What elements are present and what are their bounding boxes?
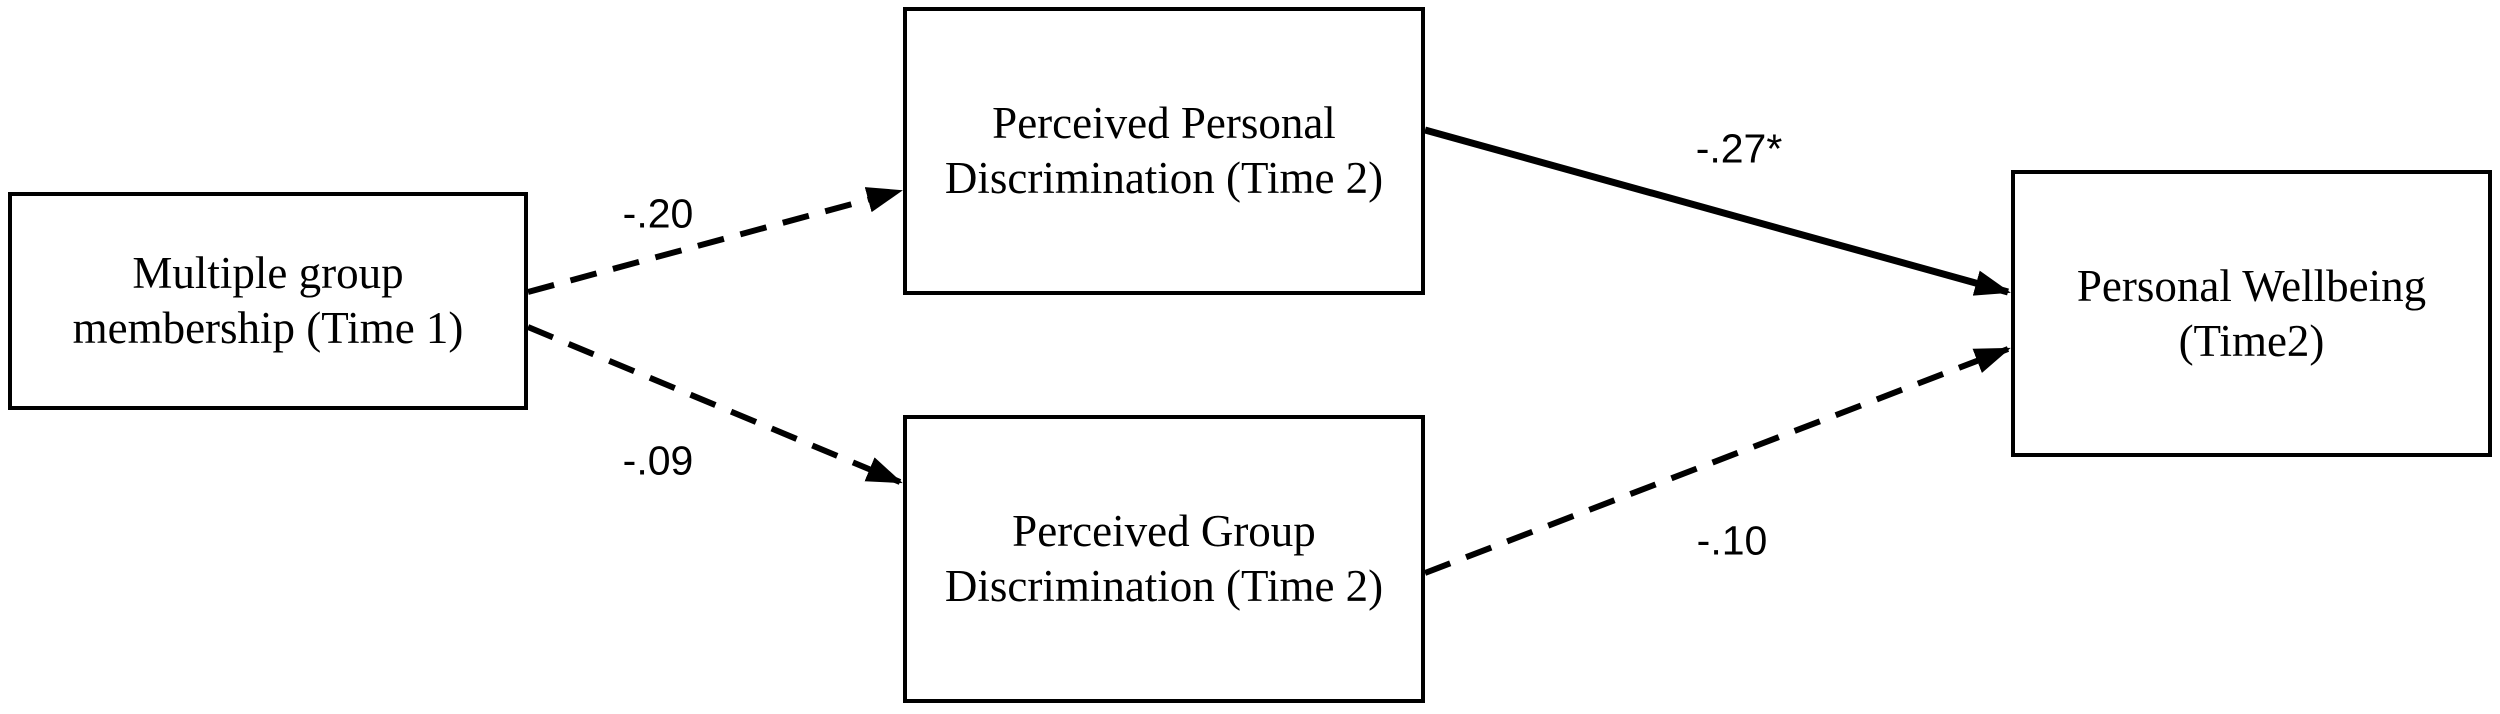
edge-label-predictor-to-group: -.09 [622, 437, 694, 484]
node-label-line: Perceived Personal [992, 98, 1336, 149]
node-label-line: Discrimination (Time 2) [944, 153, 1384, 203]
edge-label-group-to-wellbeing: -.10 [1696, 517, 1768, 564]
node-multiple-group-membership: Multiple group membership (Time 1) [8, 192, 528, 410]
edge-group-to-wellbeing-line [1423, 346, 2011, 576]
node-label-line: Personal Wellbeing [2076, 260, 2427, 311]
node-label-line: (Time2) [2178, 315, 2325, 366]
edge-predictor-to-personal-line [527, 187, 903, 295]
node-perceived-personal-discrimination: Perceived Personal Discrimination (Time … [903, 7, 1425, 295]
node-label-line: membership (Time 1) [72, 303, 464, 353]
edge-label-personal-to-wellbeing: -.27* [1695, 125, 1783, 172]
node-label-line: Perceived Group [1012, 506, 1316, 557]
node-label-line: Discrimination (Time 2) [944, 561, 1384, 611]
node-label-line: Multiple group [132, 248, 404, 299]
node-personal-wellbeing: Personal Wellbeing (Time2) [2011, 170, 2492, 457]
edge-predictor-to-group-line [526, 324, 903, 485]
node-perceived-group-discrimination: Perceived Group Discrimination (Time 2) [903, 415, 1425, 703]
edge-personal-to-wellbeing-line [1424, 126, 2011, 296]
edge-label-predictor-to-personal: -.20 [622, 190, 694, 237]
